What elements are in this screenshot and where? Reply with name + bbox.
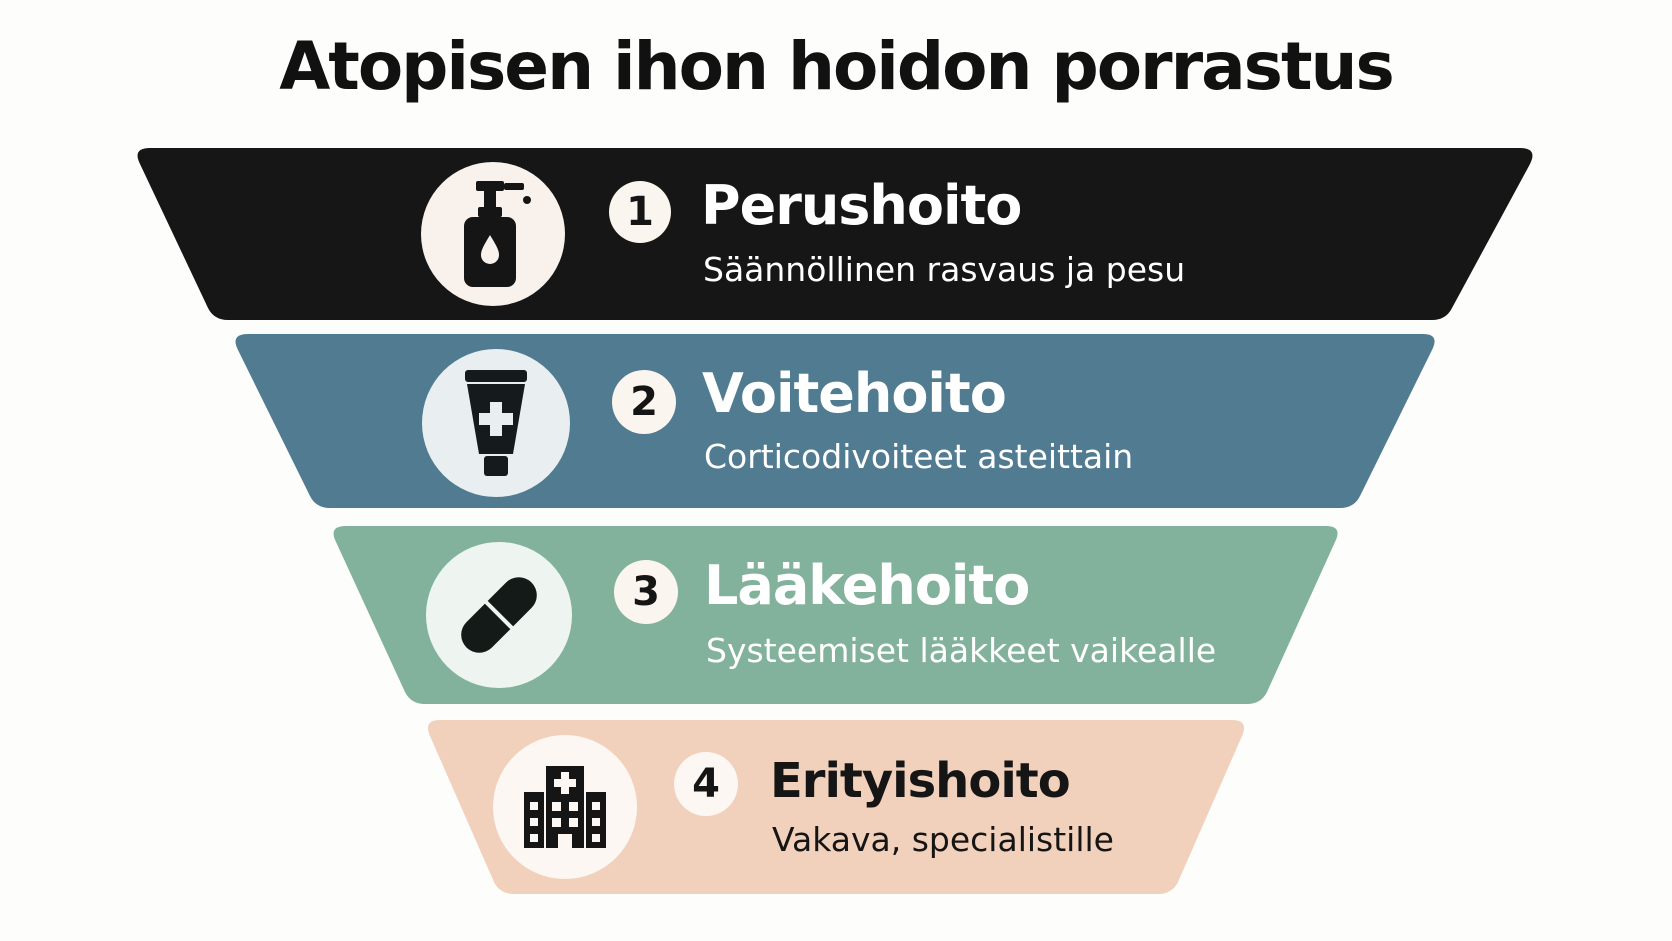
tier-4-band [427,720,1245,894]
tier-2-subtitle: Corticodivoiteet asteittain [704,437,1134,476]
tier-1-number-badge: 1 [609,181,671,243]
tier-1-title: Perushoito [701,174,1022,237]
pump-bottle-icon [464,181,531,287]
tier-1-subtitle: Säännöllinen rasvaus ja pesu [703,250,1186,289]
diagram-title: Atopisen ihon hoidon porrastus [279,28,1395,105]
tier-2-icon-circle [422,349,570,497]
tier-3-band [333,526,1338,704]
tier-4-number-badge: 4 [674,752,738,816]
tier-2-title: Voitehoito [702,362,1007,425]
tier-1-icon-circle [421,162,565,306]
tier-4-subtitle: Vakava, specialistille [772,820,1114,859]
tier-3-number-badge: 3 [614,560,678,624]
tier-3-title: Lääkehoito [704,554,1030,617]
tier-3-subtitle: Systeemiset lääkkeet vaikealle [706,631,1217,670]
capsule-pill-icon [461,577,537,653]
hospital-icon [524,766,606,848]
tier-3-icon-circle [426,542,572,688]
tier-2-number-badge: 2 [612,370,676,434]
ointment-tube-icon [465,370,527,476]
tier-4-title: Erityishoito [770,753,1071,809]
tier-4-icon-circle [493,735,637,879]
